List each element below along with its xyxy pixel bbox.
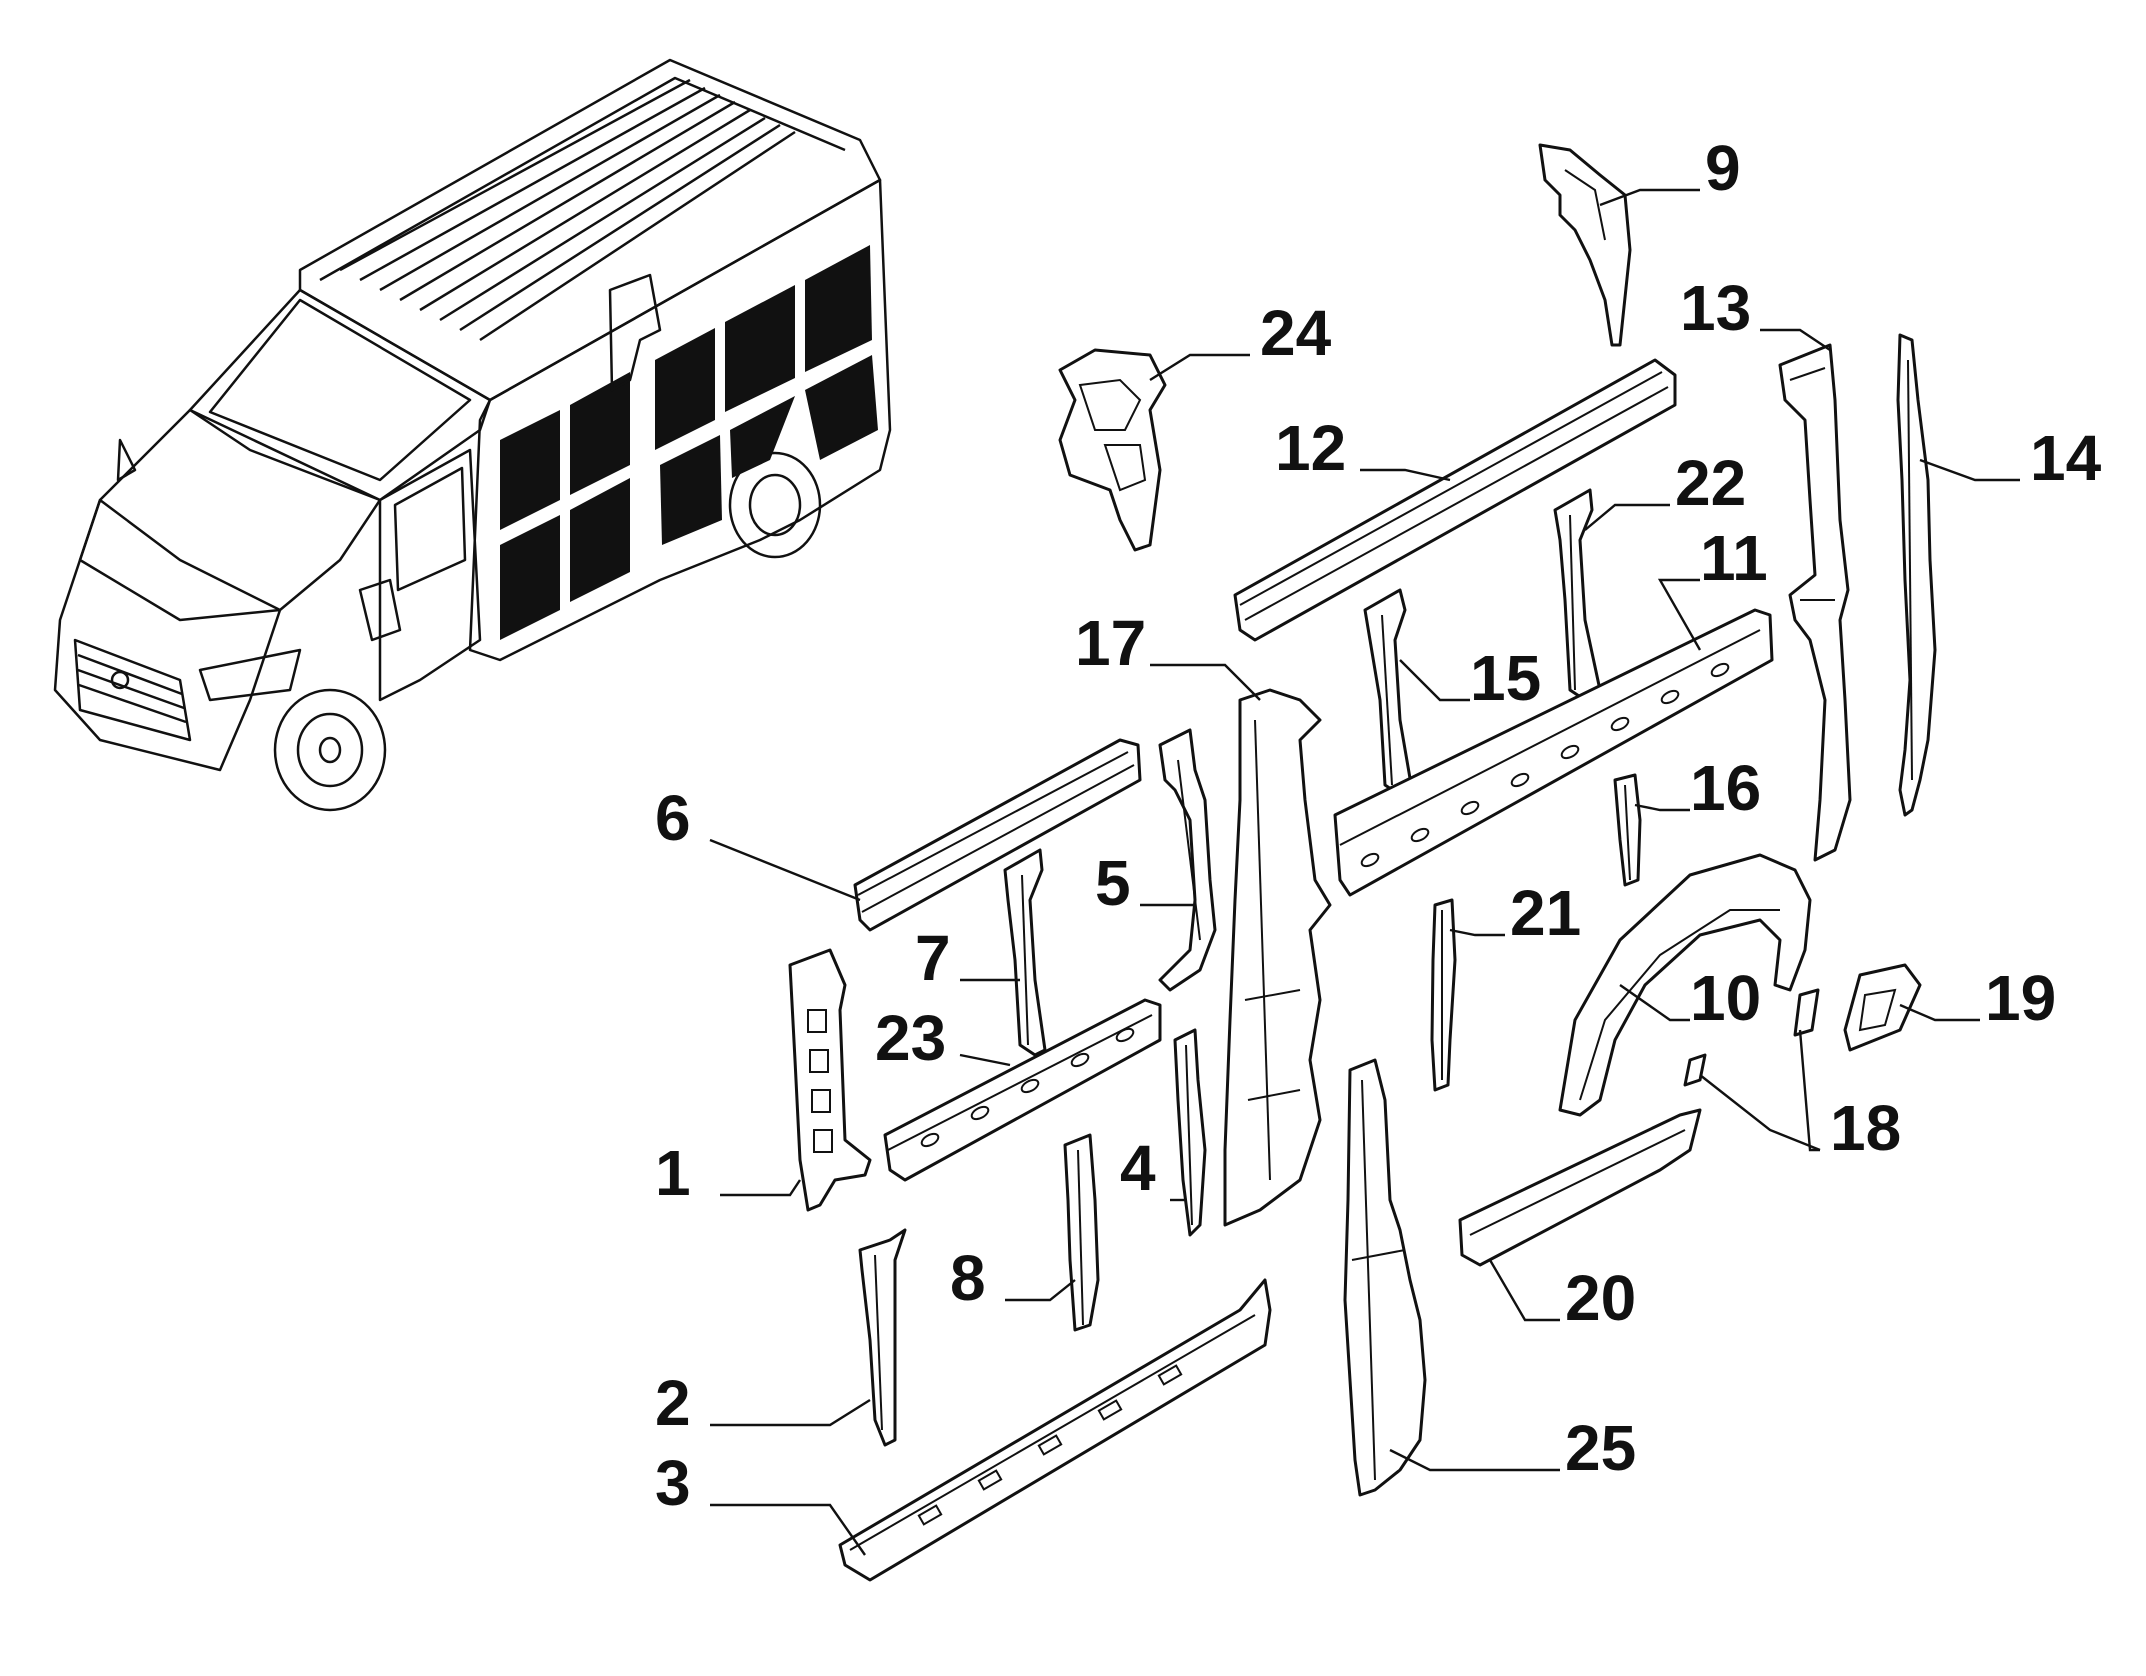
callout-7: 7 bbox=[915, 922, 951, 994]
callout-9: 9 bbox=[1705, 132, 1741, 204]
leader-lines bbox=[709, 188, 2020, 1556]
callout-8: 8 bbox=[950, 1242, 986, 1314]
callout-21: 21 bbox=[1510, 877, 1581, 949]
callout-13: 13 bbox=[1680, 272, 1751, 344]
part-19 bbox=[1843, 963, 1922, 1052]
part-25 bbox=[1343, 1058, 1427, 1497]
part-1 bbox=[788, 948, 872, 1212]
callout-12: 12 bbox=[1275, 412, 1346, 484]
callout-3: 3 bbox=[655, 1447, 691, 1519]
part-21 bbox=[1430, 898, 1457, 1092]
part-12 bbox=[1233, 358, 1677, 642]
part-16 bbox=[1613, 773, 1642, 887]
part-20 bbox=[1458, 1108, 1702, 1267]
callout-15: 15 bbox=[1470, 642, 1541, 714]
part-7 bbox=[1003, 848, 1047, 1057]
part-24 bbox=[1058, 348, 1167, 552]
part-8 bbox=[1063, 1133, 1100, 1332]
part-2 bbox=[858, 1228, 907, 1447]
part-15 bbox=[1363, 588, 1414, 797]
part-18 bbox=[1683, 988, 1820, 1087]
callout-14: 14 bbox=[2030, 422, 2102, 494]
callout-2: 2 bbox=[655, 1367, 691, 1439]
callout-labels: 1 2 3 4 5 6 7 8 9 10 11 12 13 14 15 16 1… bbox=[655, 132, 2102, 1519]
part-17 bbox=[1223, 688, 1332, 1227]
callout-24: 24 bbox=[1260, 297, 1332, 369]
callout-4: 4 bbox=[1120, 1132, 1156, 1204]
callout-5: 5 bbox=[1095, 847, 1131, 919]
callout-19: 19 bbox=[1985, 962, 2056, 1034]
part-13 bbox=[1778, 343, 1852, 862]
van-illustration bbox=[53, 58, 892, 812]
part-23 bbox=[883, 998, 1162, 1182]
part-6 bbox=[853, 738, 1142, 932]
part-9 bbox=[1538, 143, 1632, 347]
part-10 bbox=[1558, 853, 1812, 1117]
callout-11: 11 bbox=[1700, 522, 1768, 594]
callout-25: 25 bbox=[1565, 1412, 1636, 1484]
callout-23: 23 bbox=[875, 1002, 946, 1074]
callout-22: 22 bbox=[1675, 447, 1746, 519]
part-11 bbox=[1333, 608, 1774, 897]
part-3 bbox=[838, 1278, 1272, 1582]
callout-20: 20 bbox=[1565, 1262, 1636, 1334]
callout-10: 10 bbox=[1690, 962, 1761, 1034]
callout-18: 18 bbox=[1830, 1092, 1901, 1164]
part-4 bbox=[1173, 1028, 1207, 1237]
callout-6: 6 bbox=[655, 782, 691, 854]
part-22 bbox=[1553, 488, 1602, 702]
part-14 bbox=[1896, 333, 1937, 817]
callout-17: 17 bbox=[1075, 607, 1146, 679]
callout-16: 16 bbox=[1690, 752, 1761, 824]
part-5 bbox=[1158, 728, 1217, 992]
callout-1: 1 bbox=[655, 1137, 691, 1209]
